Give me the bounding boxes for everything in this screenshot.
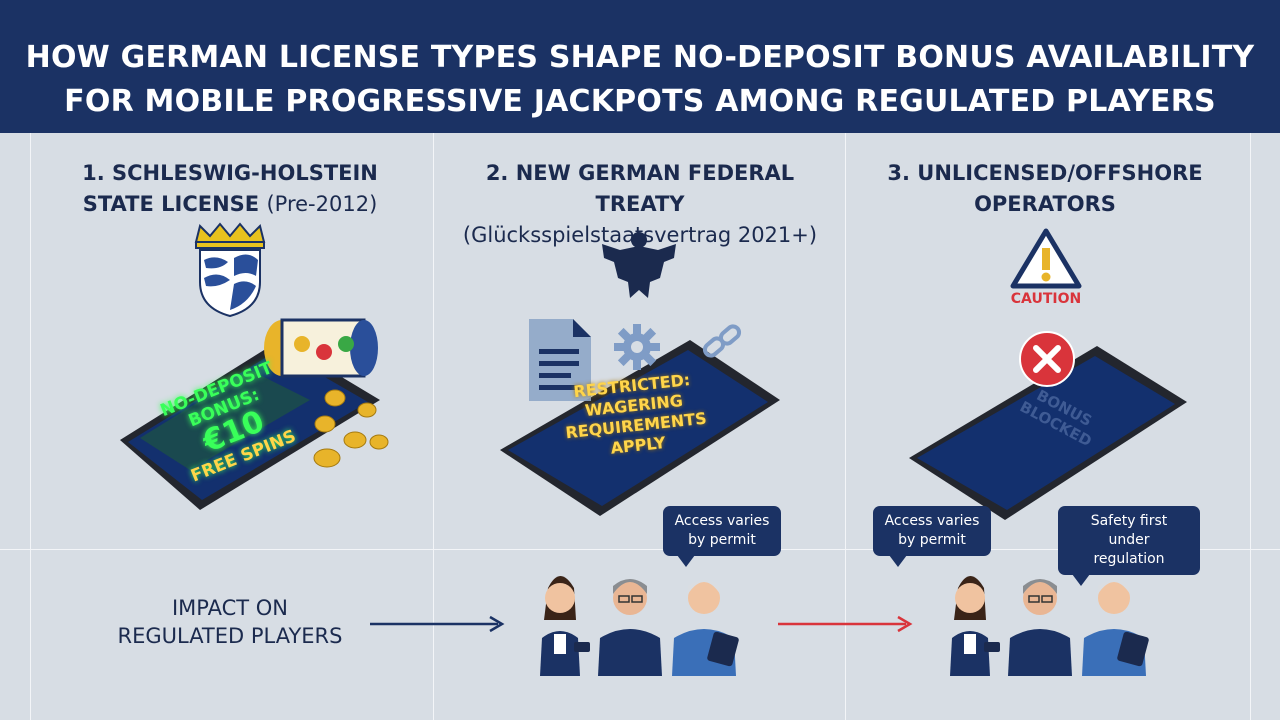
column-3-title: 3. UNLICENSED/OFFSHORE OPERATORS bbox=[870, 158, 1220, 220]
bubble-line: Access varies bbox=[884, 513, 980, 529]
grid-line bbox=[1250, 133, 1251, 720]
coat-of-arms-icon bbox=[194, 222, 266, 318]
slot-machine-icon bbox=[264, 318, 378, 378]
caution-label: CAUTION bbox=[1010, 291, 1082, 307]
phone-column-1 bbox=[120, 340, 380, 510]
speech-bubble: Access varies by permit bbox=[663, 506, 781, 567]
grid-line bbox=[845, 133, 846, 720]
warning-icon bbox=[1010, 228, 1082, 289]
grid-line bbox=[0, 549, 1280, 550]
speech-bubble: Safety first under regulation bbox=[1058, 506, 1200, 586]
impact-label-line-2: REGULATED PLAYERS bbox=[117, 624, 343, 648]
bubble-line: Safety first under bbox=[1090, 513, 1168, 548]
column-3-title-line-1: 3. UNLICENSED/OFFSHORE bbox=[887, 161, 1203, 185]
bubble-line: regulation bbox=[1093, 551, 1165, 567]
speech-bubble: Access varies by permit bbox=[873, 506, 991, 567]
column-3-title-line-2: OPERATORS bbox=[974, 192, 1116, 216]
page-title-line-1: HOW GERMAN LICENSE TYPES SHAPE NO-DEPOSI… bbox=[25, 40, 1255, 75]
players-group-icon bbox=[540, 576, 739, 676]
phone-column-2 bbox=[500, 340, 780, 516]
impact-label-line-1: IMPACT ON bbox=[171, 596, 289, 620]
column-1-title: 1. SCHLESWIG-HOLSTEIN STATE LICENSE (Pre… bbox=[60, 158, 400, 220]
document-icon bbox=[529, 319, 591, 401]
column-1-title-light: (Pre-2012) bbox=[266, 192, 378, 216]
blocked-x-icon bbox=[1019, 331, 1075, 387]
column-1-title-bold: STATE LICENSE bbox=[82, 192, 260, 216]
coins-icon bbox=[313, 389, 389, 468]
grid-line bbox=[30, 133, 31, 720]
arrow-red-icon bbox=[778, 615, 913, 633]
bubble-line: Access varies bbox=[674, 513, 770, 529]
column-1-title-line-2: STATE LICENSE (Pre-2012) bbox=[60, 189, 400, 220]
arrow-navy-icon bbox=[370, 615, 505, 633]
bubble-line: by permit bbox=[688, 532, 756, 548]
impact-label: IMPACT ON REGULATED PLAYERS bbox=[100, 594, 360, 650]
gear-icon bbox=[614, 324, 660, 370]
page-title-line-2: FOR MOBILE PROGRESSIVE JACKPOTS AMONG RE… bbox=[64, 84, 1216, 119]
grid-line bbox=[433, 133, 434, 720]
header-banner: HOW GERMAN LICENSE TYPES SHAPE NO-DEPOSI… bbox=[0, 0, 1280, 133]
column-2-title-line-1: 2. NEW GERMAN FEDERAL TREATY bbox=[485, 161, 795, 216]
federal-eagle-icon bbox=[602, 232, 676, 298]
column-1-title-line-1: 1. SCHLESWIG-HOLSTEIN bbox=[82, 161, 378, 185]
players-group-icon bbox=[950, 576, 1149, 676]
restricted-text: RESTRICTED: WAGERING REQUIREMENTS APPLY bbox=[556, 368, 714, 463]
phone-column-3 bbox=[909, 346, 1187, 520]
chain-link-icon bbox=[702, 324, 742, 358]
bubble-line: by permit bbox=[898, 532, 966, 548]
